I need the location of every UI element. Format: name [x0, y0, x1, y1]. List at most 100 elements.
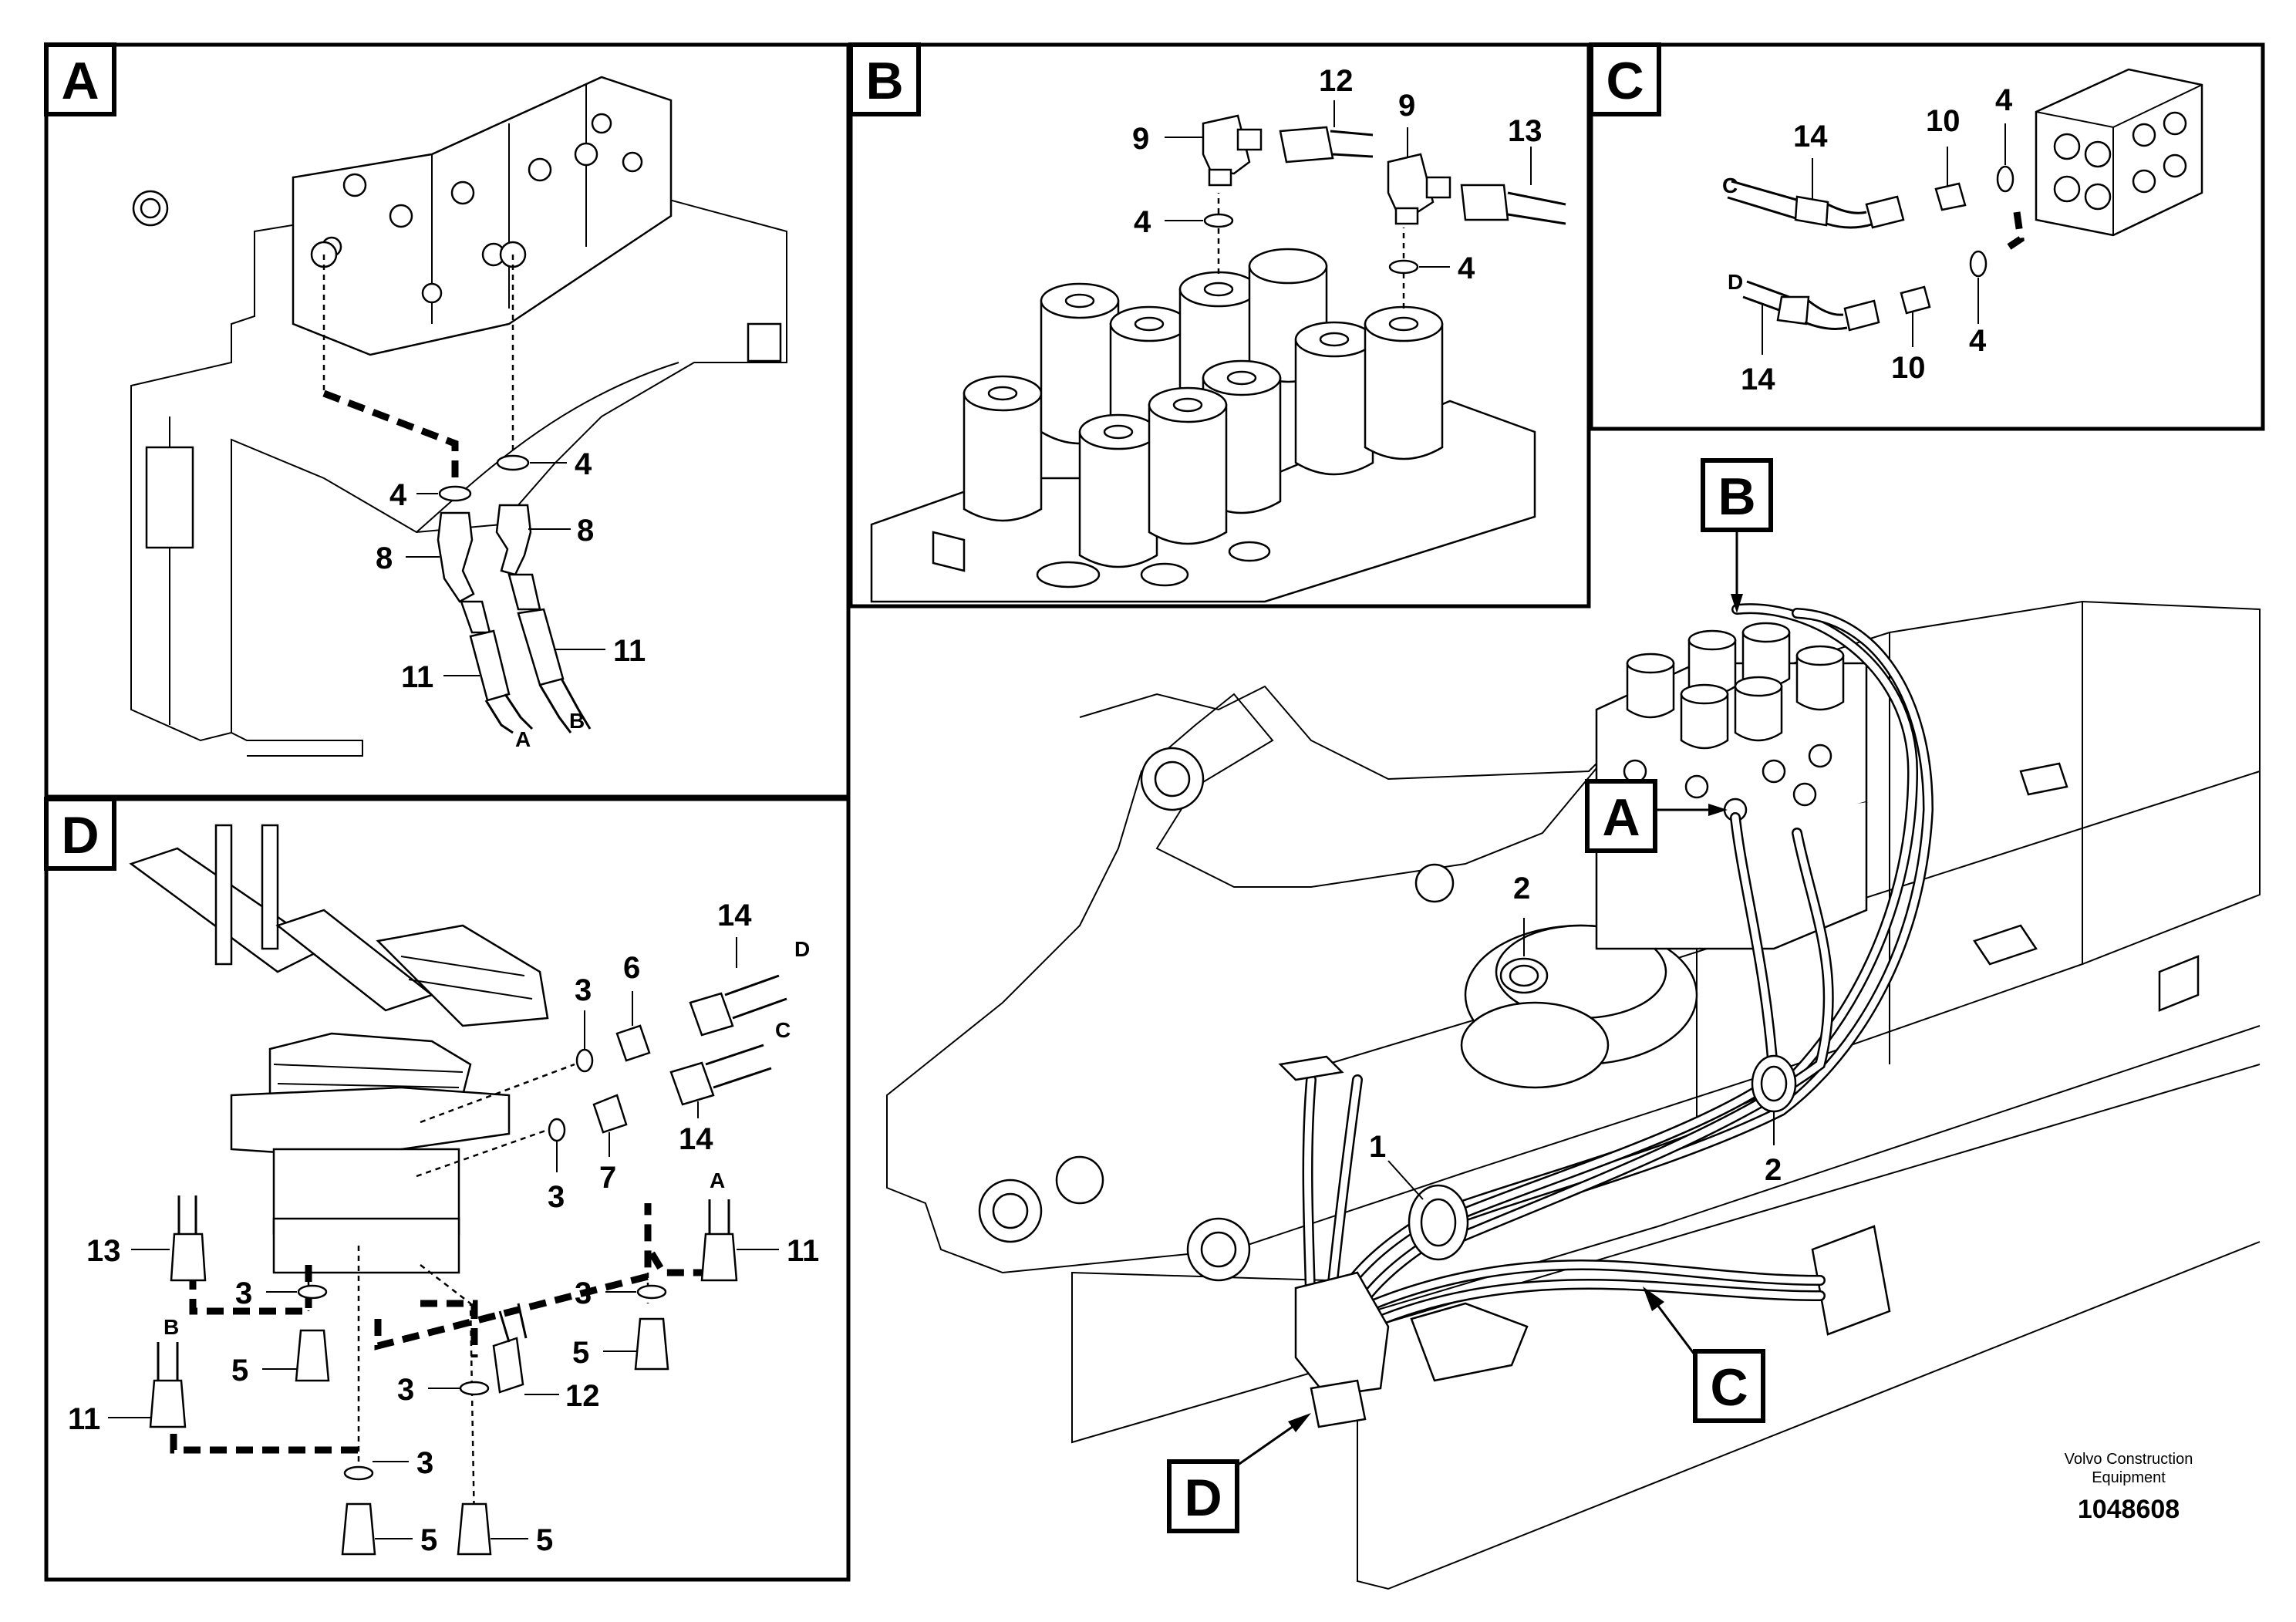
callout-8: 8: [577, 514, 594, 548]
hose-end-c: C: [775, 1018, 791, 1042]
callout-3: 3: [575, 1276, 592, 1310]
o-ring-4: [438, 485, 472, 502]
callout-11: 11: [613, 634, 646, 668]
callout-3: 3: [397, 1373, 414, 1407]
panel-a: A: [44, 42, 851, 799]
o-ring-4: [1388, 259, 1419, 275]
hose-end-d: D: [1728, 270, 1743, 294]
solenoid-group: [932, 248, 1444, 588]
callout-3: 3: [416, 1446, 433, 1480]
callouts-a: 4 4 8 8 11 11 A B: [376, 447, 646, 751]
callout-14: 14: [679, 1122, 713, 1156]
hose-end-c: C: [1722, 174, 1738, 197]
o-ring-4: [1203, 213, 1234, 228]
detail-tag-b: [1701, 458, 1773, 532]
hose-fitting-11: [149, 1379, 187, 1428]
adapter-8: [495, 504, 532, 576]
callout-3: 3: [235, 1276, 252, 1310]
callout-2: 2: [1765, 1153, 1782, 1187]
detail-tag-d: [1167, 1459, 1239, 1533]
o-ring-4: [1969, 250, 1988, 278]
callout-1: 1: [1369, 1130, 1386, 1164]
callout-5: 5: [420, 1523, 437, 1557]
hose-fitting-13: [170, 1233, 207, 1282]
adapter-5: [295, 1329, 330, 1382]
detail-tag-c-label: C: [1710, 1358, 1748, 1417]
connection-path-a: [322, 389, 459, 478]
callout-2: 2: [1513, 872, 1530, 905]
callouts-d: 14 6 3 3 7 14 13 11 3 3 5 5 11: [68, 899, 819, 1557]
organization-name: Volvo Construction Equipment: [2064, 1451, 2193, 1486]
valve-block-structure: [130, 76, 787, 757]
callouts-main: 2 1 2: [1369, 872, 1782, 1200]
o-ring-3: [548, 1118, 566, 1142]
callout-12: 12: [565, 1379, 600, 1413]
detail-tags: B A C D: [1167, 458, 1773, 1533]
detail-tag-c: [1693, 1349, 1765, 1423]
callout-11: 11: [68, 1402, 100, 1436]
callout-4: 4: [1969, 324, 1987, 358]
hose-fitting-13: [1460, 184, 1509, 221]
panel-a-tag: [44, 42, 116, 116]
panel-b-frame: [848, 42, 1591, 609]
adapter-5: [341, 1502, 376, 1556]
o-ring-3: [343, 1465, 374, 1481]
adapter-6: [615, 1024, 651, 1062]
panel-a-frame: [44, 42, 851, 799]
manifold-c: [1811, 1225, 1891, 1336]
hose-fitting-11: [517, 608, 565, 686]
detail-tag-a: [1585, 779, 1657, 853]
panel-c-tag: [1589, 42, 1661, 116]
callout-11: 11: [787, 1234, 819, 1268]
mount-plate: [1410, 1302, 1529, 1382]
hose-bundle: [1302, 603, 1934, 1355]
panel-b: B: [848, 42, 1591, 609]
callout-4: 4: [1995, 83, 2013, 117]
hose-fitting-12: [1279, 126, 1334, 164]
callout-12: 12: [1319, 64, 1354, 98]
hose-end-a: A: [515, 727, 531, 751]
detail-tag-b-label: B: [1718, 467, 1755, 526]
callout-8: 8: [376, 541, 393, 575]
detail-tag-a-label: A: [1602, 788, 1640, 847]
callout-10: 10: [1926, 104, 1961, 138]
callout-3: 3: [575, 973, 592, 1007]
hose-fitting-14: [1794, 195, 1829, 227]
control-valve-assembly: [1595, 622, 1868, 950]
callout-13: 13: [86, 1234, 121, 1268]
callouts-c: 14 10 4 14 10 4 C D: [1722, 83, 2013, 396]
callout-9: 9: [1132, 122, 1149, 156]
adapter-8: [437, 511, 475, 603]
connection-path-11a: [374, 1203, 652, 1351]
panel-d: D: [44, 797, 851, 1582]
hose-fitting-11: [700, 1233, 738, 1282]
detail-tag-d-label: D: [1184, 1469, 1222, 1527]
hose-fitting-14: [1776, 295, 1810, 325]
panel-d-tag: [44, 797, 116, 871]
panel-a-title: A: [61, 52, 99, 110]
upper-frame: [886, 600, 2261, 1590]
adapter-5: [634, 1317, 669, 1371]
o-ring-3: [575, 1048, 594, 1073]
document-footer: Volvo Construction Equipment 1048608: [2036, 1450, 2221, 1525]
callout-4: 4: [575, 447, 592, 481]
hose-fitting-14: [689, 992, 734, 1037]
pedal-valve-main: [1278, 1055, 1390, 1428]
bracket-block: [145, 446, 194, 549]
hose-fitting-14: [669, 1061, 715, 1106]
callout-3: 3: [548, 1180, 565, 1214]
callout-10: 10: [1891, 351, 1926, 385]
o-ring-4: [1996, 165, 2014, 193]
hose-end-b: B: [569, 709, 585, 733]
callout-7: 7: [599, 1161, 616, 1195]
hose-fitting-11: [469, 629, 511, 702]
callout-9: 9: [1398, 89, 1415, 123]
hose-fitting-12: [492, 1337, 524, 1394]
callout-4: 4: [1134, 205, 1151, 239]
callout-11: 11: [401, 660, 433, 694]
panel-d-frame: [44, 797, 851, 1582]
small-block: [747, 322, 782, 363]
callout-5: 5: [572, 1336, 589, 1370]
document-number: 1048608: [2077, 1495, 2180, 1524]
